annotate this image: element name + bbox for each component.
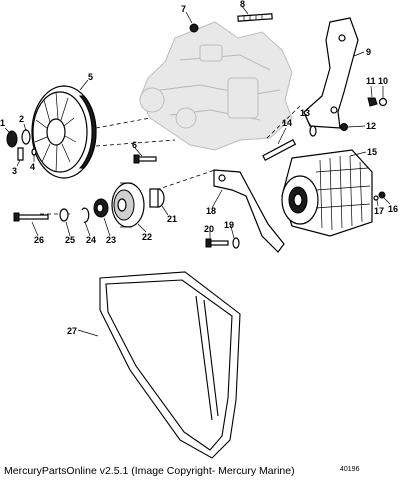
callout-leader-lines — [4, 5, 391, 337]
callout-24: 24 — [86, 235, 96, 245]
callout-26: 26 — [34, 235, 44, 245]
bolt-part-6 — [133, 154, 157, 164]
callout-22: 22 — [142, 232, 152, 242]
small-parts-right — [262, 97, 388, 161]
alternator-part-15 — [281, 149, 373, 237]
small-parts-16-17 — [373, 191, 386, 201]
callout-27: 27 — [67, 326, 77, 336]
callout-1: 1 — [0, 118, 5, 128]
callout-2: 2 — [19, 114, 24, 124]
washer-part-19 — [232, 237, 240, 249]
crankshaft-pulley-part-5 — [31, 85, 97, 179]
callout-25: 25 — [65, 235, 75, 245]
callout-6: 6 — [132, 140, 137, 150]
nut-part-7 — [189, 23, 199, 33]
callout-21: 21 — [167, 214, 177, 224]
callout-7: 7 — [181, 4, 186, 14]
callout-23: 23 — [106, 235, 116, 245]
bolt-part-20 — [205, 238, 229, 248]
callout-9: 9 — [366, 47, 371, 57]
callout-3: 3 — [12, 166, 17, 176]
callout-20: 20 — [204, 224, 214, 234]
mounting-bracket-part-9 — [303, 17, 359, 129]
stud-part-8 — [237, 13, 273, 22]
small-parts-left — [6, 129, 37, 161]
callout-17: 17 — [374, 206, 384, 216]
adjusting-arm-part-18 — [213, 169, 285, 253]
diagram-part-number: 40196 — [340, 466, 360, 473]
callout-18: 18 — [206, 206, 216, 216]
idler-pulley-part-22 — [111, 182, 145, 228]
small-parts-lower-left — [13, 198, 109, 223]
serpentine-belt-part-27 — [99, 271, 241, 459]
callout-15: 15 — [367, 147, 377, 157]
engine-block-illustration — [139, 21, 293, 151]
bearing-part-21 — [149, 188, 165, 208]
callout-11: 11 — [366, 76, 376, 86]
callout-12: 12 — [366, 121, 376, 131]
callout-5: 5 — [88, 72, 93, 82]
callout-13: 13 — [300, 108, 310, 118]
callout-labels: 1 2 3 4 5 6 7 8 9 10 11 12 13 14 15 16 1… — [0, 0, 398, 336]
callout-10: 10 — [378, 76, 388, 86]
callout-8: 8 — [240, 0, 245, 9]
callout-19: 19 — [224, 220, 234, 230]
callout-4: 4 — [30, 162, 35, 172]
callout-16: 16 — [388, 204, 398, 214]
image-copyright-caption: MercuryPartsOnline v2.5.1 (Image Copyrig… — [4, 465, 295, 477]
callout-14: 14 — [282, 118, 292, 128]
